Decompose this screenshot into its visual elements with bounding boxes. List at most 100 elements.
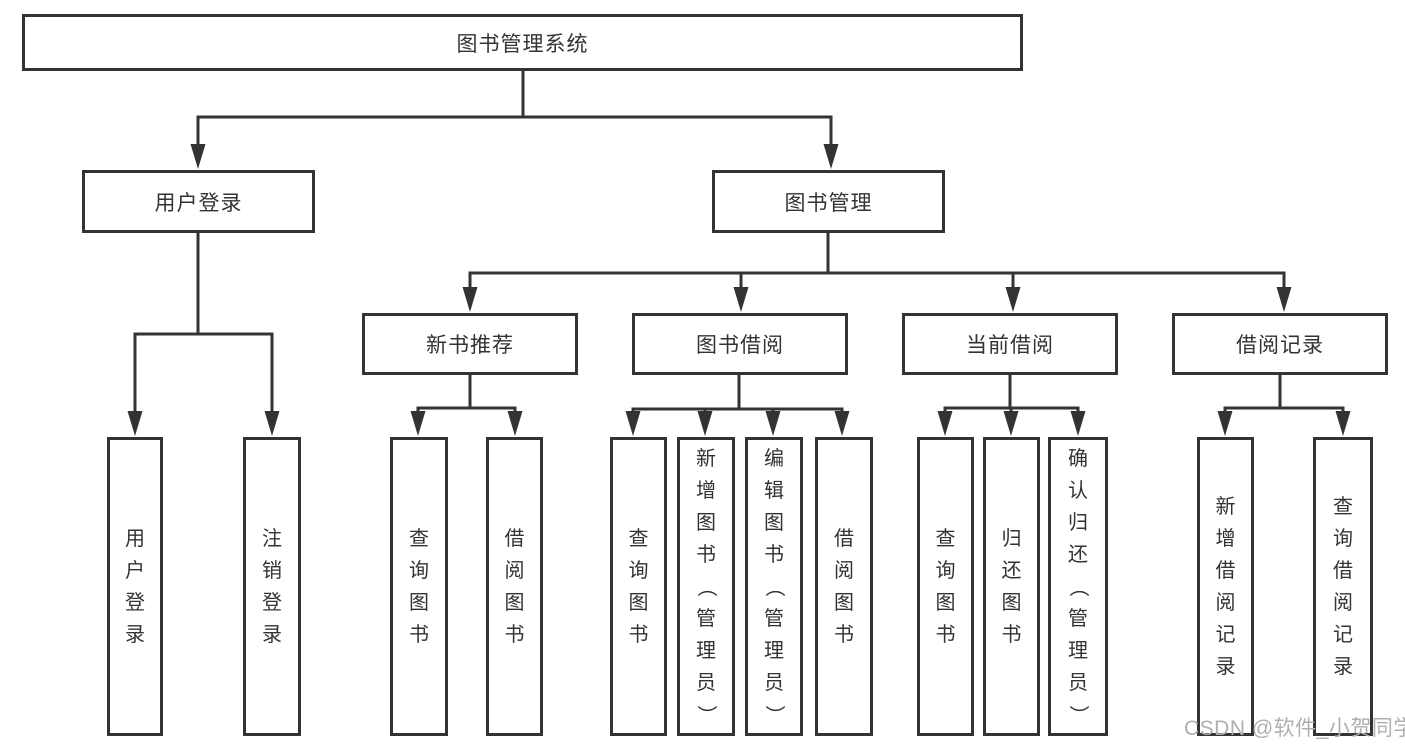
leaf-label-char: 录 <box>1333 655 1353 678</box>
leaf-label-char: 图 <box>409 591 429 614</box>
leaf-label-char: 理 <box>1068 639 1088 662</box>
connector-borrow-record-branch <box>1223 375 1345 413</box>
leaf-records-query-borrow-record: 查询借阅记录 <box>1313 437 1373 736</box>
leaf-label-char: ） <box>695 704 717 725</box>
node-label: 图书借阅 <box>696 334 784 357</box>
leaf-label-char: （ <box>695 576 717 597</box>
leaf-label-char: 辑 <box>764 479 784 502</box>
leaf-label-char: 新 <box>1215 495 1236 518</box>
leaf-borrow-borrow-books: 借阅图书 <box>815 437 873 736</box>
connector-user-login-branch <box>133 233 274 413</box>
leaf-label-char: 图 <box>935 591 956 614</box>
leaf-label-char: 管 <box>764 607 784 630</box>
leaf-newbook-query-books: 查询图书 <box>390 437 448 736</box>
leaf-label-char: 图 <box>1001 591 1022 614</box>
node-label: 当前借阅 <box>966 334 1054 357</box>
node-new-book-recommendation: 新书推荐 <box>362 313 578 375</box>
leaf-label-char: 记 <box>1333 623 1353 646</box>
leaf-label-char: （ <box>1067 576 1089 597</box>
leaf-label-char: 编 <box>764 447 784 470</box>
leaf-label-char: 归 <box>1001 527 1022 550</box>
leaf-label-char: 书 <box>696 543 716 566</box>
arrowheads <box>127 144 1351 436</box>
leaf-label-char: 借 <box>1333 559 1353 582</box>
node-book-management: 图书管理 <box>712 170 945 233</box>
leaf-label-char: ） <box>763 704 785 725</box>
leaf-label-char: 借 <box>1215 559 1236 582</box>
leaf-label-char: 管 <box>1068 607 1088 630</box>
leaf-label-char: 借 <box>504 527 525 550</box>
leaf-label-char: 书 <box>504 623 525 646</box>
leaf-records-add-borrow-record: 新增借阅记录 <box>1197 437 1254 736</box>
node-label: 借阅记录 <box>1236 334 1324 357</box>
leaf-label-char: 新 <box>696 447 716 470</box>
leaf-label-char: 书 <box>764 543 784 566</box>
leaf-label-char: 借 <box>834 527 854 550</box>
node-label: 用户登录 <box>154 191 243 215</box>
leaf-label-char: 还 <box>1068 543 1088 566</box>
leaf-label-char: 户 <box>125 559 145 582</box>
leaf-label-char: ） <box>1067 704 1089 725</box>
leaf-label-char: 归 <box>1068 511 1088 534</box>
leaf-newbook-borrow-books: 借阅图书 <box>486 437 543 736</box>
leaf-label-char: 图 <box>504 591 525 614</box>
leaf-label-char: 询 <box>935 559 956 582</box>
leaf-label-char: 查 <box>409 527 429 550</box>
leaf-label-char: 图 <box>628 591 649 614</box>
leaf-label-char: 增 <box>696 479 716 502</box>
node-label: 图书管理 <box>784 191 873 215</box>
leaf-label-char: 录 <box>262 623 282 646</box>
leaf-user-login: 用户登录 <box>107 437 163 736</box>
leaf-label-char: 询 <box>628 559 649 582</box>
leaf-label-char: 确 <box>1068 447 1088 470</box>
leaf-label-char: 阅 <box>834 559 854 582</box>
connector-new-book-branch <box>416 375 517 413</box>
connector-current-borrow-branch <box>943 375 1080 413</box>
leaf-label-char: 书 <box>935 623 956 646</box>
leaf-label-char: 登 <box>125 591 145 614</box>
leaf-label-char: 阅 <box>504 559 525 582</box>
leaf-label-char: 员 <box>696 671 716 694</box>
leaf-label-char: 录 <box>125 623 145 646</box>
leaf-label-char: 图 <box>764 511 784 534</box>
leaf-current-query-books: 查询图书 <box>917 437 974 736</box>
leaf-label-char: 查 <box>628 527 649 550</box>
leaf-label-char: 书 <box>834 623 854 646</box>
leaf-label-char: 员 <box>1068 671 1088 694</box>
connector-book-borrow-branch <box>631 375 844 413</box>
leaf-label-char: 录 <box>1215 655 1236 678</box>
node-label: 图书管理系统 <box>456 32 589 56</box>
leaf-label-char: 书 <box>628 623 649 646</box>
leaf-current-confirm-return-admin: 确认归还 （ 管理员 ） <box>1048 437 1108 736</box>
leaf-label-char: 阅 <box>1333 591 1353 614</box>
leaf-label-char: 查 <box>1333 495 1353 518</box>
connector-book-mgmt-branch <box>468 233 1286 289</box>
leaf-label-char: 销 <box>262 559 282 582</box>
leaf-label-char: 增 <box>1215 527 1236 550</box>
node-book-borrowing: 图书借阅 <box>632 313 848 375</box>
node-current-borrowing: 当前借阅 <box>902 313 1118 375</box>
node-library-management-system: 图书管理系统 <box>22 14 1023 71</box>
leaf-label-char: 理 <box>764 639 784 662</box>
leaf-label-char: 认 <box>1068 479 1088 502</box>
leaf-label-char: 还 <box>1001 559 1022 582</box>
node-user-login: 用户登录 <box>82 170 315 233</box>
leaf-label-char: 管 <box>696 607 716 630</box>
leaf-label-char: 理 <box>696 639 716 662</box>
leaf-label-char: 图 <box>696 511 716 534</box>
leaf-label-char: 书 <box>1001 623 1022 646</box>
leaf-label-char: 书 <box>409 623 429 646</box>
leaf-label-char: 用 <box>125 527 145 550</box>
leaf-current-return-books: 归还图书 <box>983 437 1040 736</box>
watermark-csdn: CSDN @软件_小贺同学 <box>1184 717 1405 740</box>
leaf-logout: 注销登录 <box>243 437 301 736</box>
leaf-borrow-query-books: 查询图书 <box>610 437 667 736</box>
leaf-label-char: 查 <box>935 527 956 550</box>
node-borrowing-records: 借阅记录 <box>1172 313 1388 375</box>
leaf-label-char: 员 <box>764 671 784 694</box>
leaf-borrow-add-books-admin: 新增图书 （ 管理员 ） <box>677 437 735 736</box>
leaf-label-char: 记 <box>1215 623 1236 646</box>
leaf-label-char: 阅 <box>1215 591 1236 614</box>
leaf-label-char: 登 <box>262 591 282 614</box>
